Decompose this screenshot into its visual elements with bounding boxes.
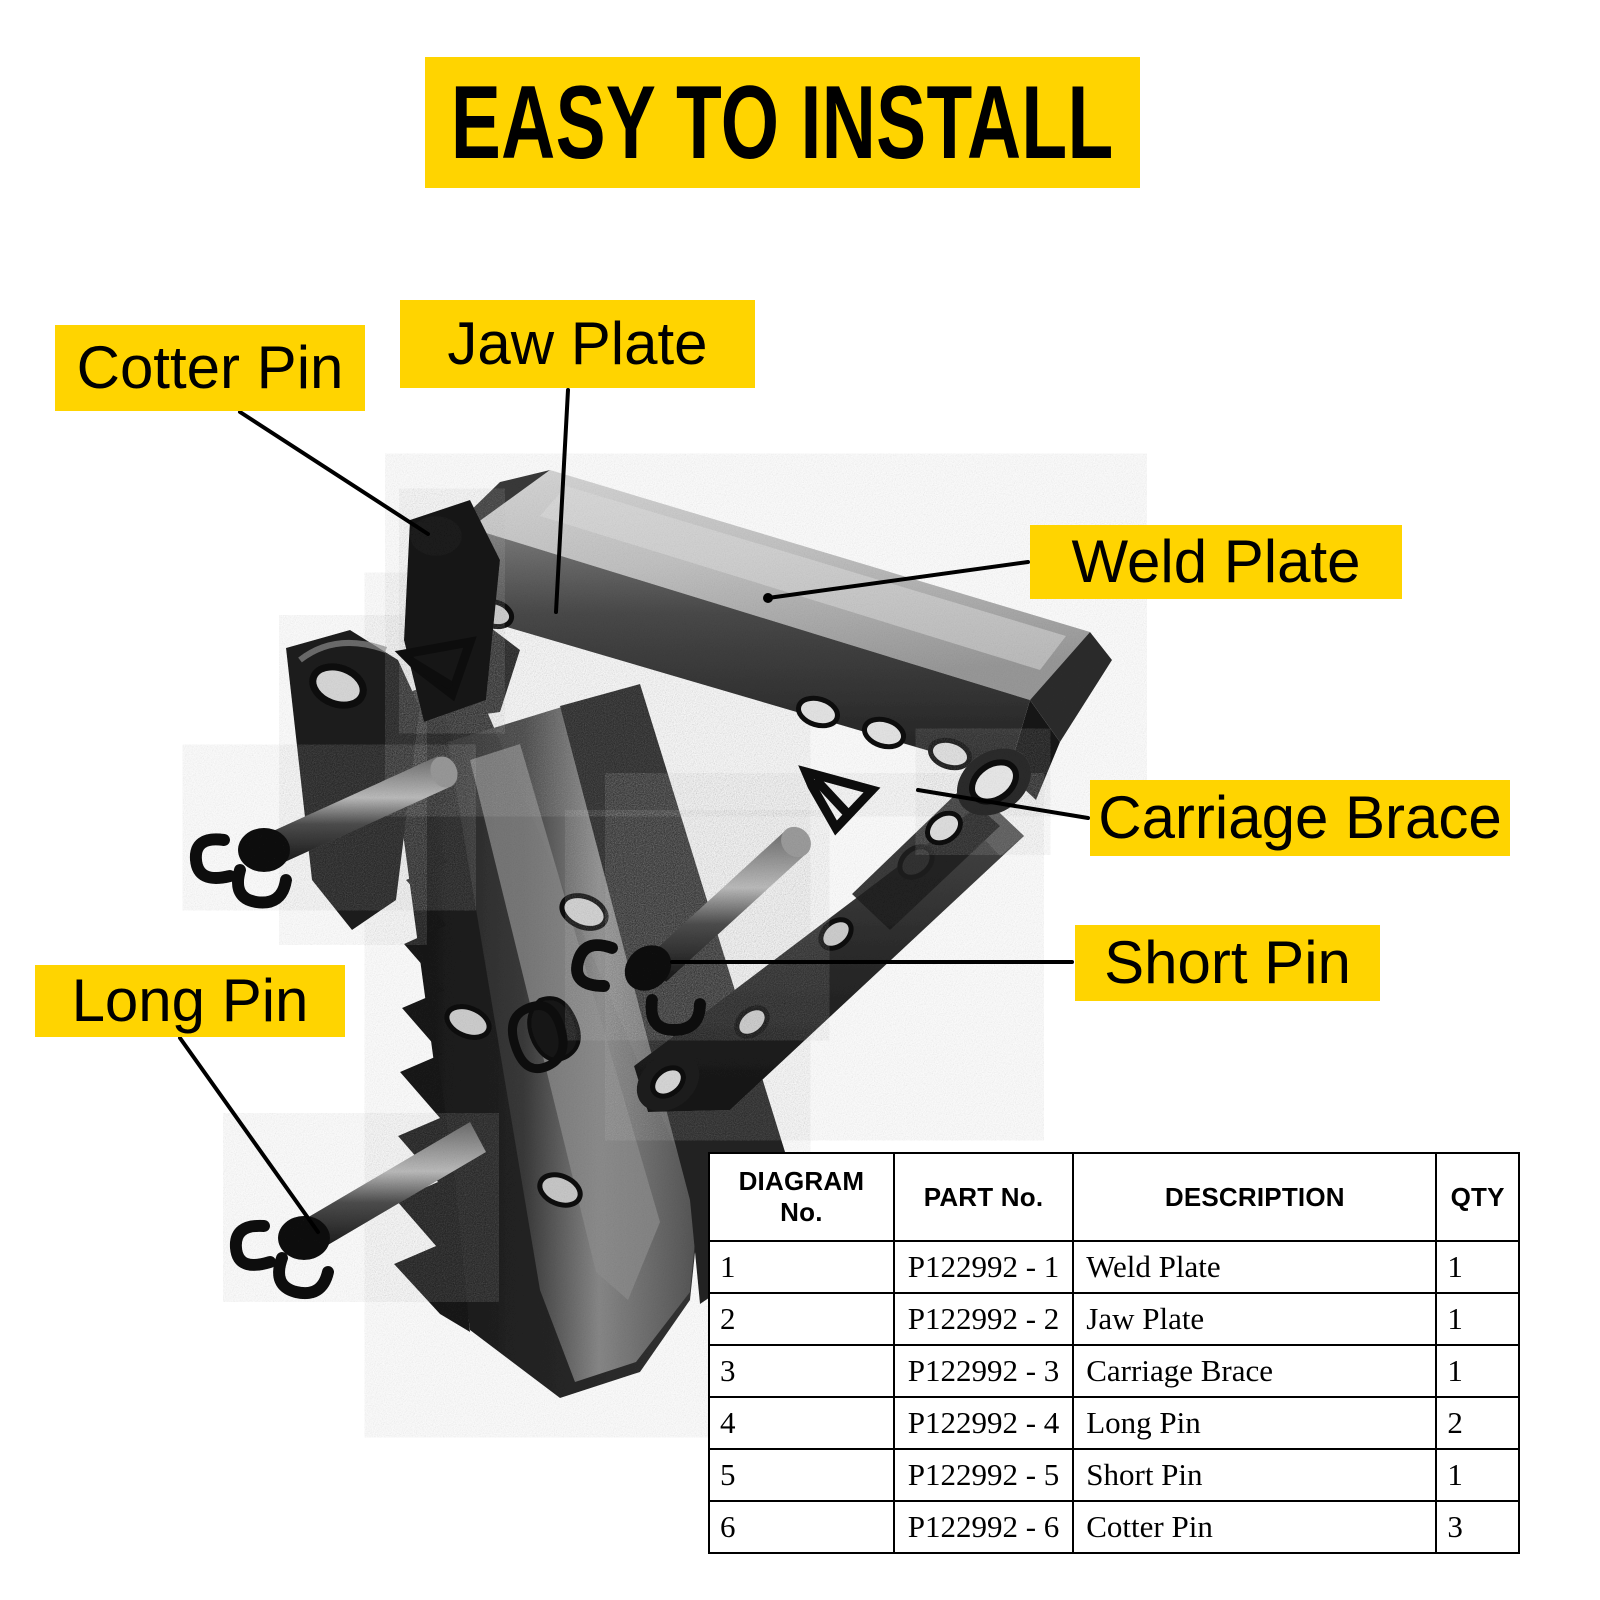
short-pin-part xyxy=(571,826,811,1037)
leader-cotter-pin xyxy=(238,410,430,536)
weld-plate-part xyxy=(420,470,1112,800)
long-pin-lower xyxy=(229,1122,486,1299)
table-row: 4 P122992 - 4 Long Pin 2 xyxy=(708,1396,1520,1450)
cell-qty: 3 xyxy=(1435,1500,1520,1554)
cell-part-no: P122992 - 6 xyxy=(892,1500,1075,1554)
leader-carriage-brace xyxy=(916,788,1090,820)
cell-part-no: P122992 - 3 xyxy=(892,1344,1075,1398)
callout-jaw-plate: Jaw Plate xyxy=(400,300,755,388)
leader-jaw-plate xyxy=(554,388,570,614)
jaw-plate-upright xyxy=(404,500,500,722)
callout-label-carriage-brace: Carriage Brace xyxy=(1098,784,1502,851)
header-diagram-no: DIAGRAM No. xyxy=(708,1152,895,1242)
cell-description: Carriage Brace xyxy=(1072,1344,1438,1398)
cell-description: Short Pin xyxy=(1072,1448,1438,1502)
carriage-brace-part xyxy=(634,790,1024,1112)
callout-long-pin: Long Pin xyxy=(35,965,345,1037)
header-qty: QTY xyxy=(1435,1152,1520,1242)
cell-part-no: P122992 - 1 xyxy=(892,1240,1075,1294)
parts-list-table: DIAGRAM No. PART No. DESCRIPTION QTY 1 P… xyxy=(708,1152,1520,1554)
cell-diagram-no: 2 xyxy=(708,1292,895,1346)
callout-short-pin: Short Pin xyxy=(1075,925,1380,1001)
callout-label-short-pin: Short Pin xyxy=(1104,929,1351,996)
table-row: 6 P122992 - 6 Cotter Pin 3 xyxy=(708,1500,1520,1554)
cell-qty: 1 xyxy=(1435,1448,1520,1502)
cell-part-no: P122992 - 5 xyxy=(892,1448,1075,1502)
header-diagram-line1: DIAGRAM xyxy=(738,1166,865,1197)
cell-part-no: P122992 - 2 xyxy=(892,1292,1075,1346)
table-row: 5 P122992 - 5 Short Pin 1 xyxy=(708,1448,1520,1502)
long-pin-upper xyxy=(189,756,458,909)
title-banner: EASY TO INSTALL xyxy=(425,57,1140,188)
cell-part-no: P122992 - 4 xyxy=(892,1396,1075,1450)
leader-long-pin xyxy=(178,1036,320,1234)
callout-label-long-pin: Long Pin xyxy=(71,967,309,1034)
header-part-no: PART No. xyxy=(892,1152,1075,1242)
cell-description: Long Pin xyxy=(1072,1396,1438,1450)
callout-weld-plate: Weld Plate xyxy=(1030,525,1402,599)
cell-qty: 1 xyxy=(1435,1344,1520,1398)
cell-description: Cotter Pin xyxy=(1072,1500,1438,1554)
table-row: 2 P122992 - 2 Jaw Plate 1 xyxy=(708,1292,1520,1346)
callout-label-weld-plate: Weld Plate xyxy=(1071,528,1361,595)
table-header-row: DIAGRAM No. PART No. DESCRIPTION QTY xyxy=(708,1152,1520,1242)
header-diagram-line2: No. xyxy=(780,1197,823,1227)
callout-cotter-pin: Cotter Pin xyxy=(55,325,365,411)
cell-diagram-no: 3 xyxy=(708,1344,895,1398)
leader-weld-plate xyxy=(766,560,1030,600)
parts-table-body: 1 P122992 - 1 Weld Plate 1 2 P122992 - 2… xyxy=(708,1240,1520,1554)
header-description: DESCRIPTION xyxy=(1072,1152,1438,1242)
jaw-plate-upper-ear xyxy=(286,630,420,930)
callout-carriage-brace: Carriage Brace xyxy=(1090,780,1510,856)
cell-qty: 1 xyxy=(1435,1240,1520,1294)
cell-diagram-no: 5 xyxy=(708,1448,895,1502)
leader-weld-plate-dot xyxy=(763,593,773,603)
table-row: 1 P122992 - 1 Weld Plate 1 xyxy=(708,1240,1520,1294)
cell-diagram-no: 4 xyxy=(708,1396,895,1450)
cell-diagram-no: 6 xyxy=(708,1500,895,1554)
cotter-pin-middle xyxy=(798,765,881,836)
parts-table-header: DIAGRAM No. PART No. DESCRIPTION QTY xyxy=(708,1152,1520,1242)
upper-pivot-boss xyxy=(924,748,1032,846)
cell-qty: 2 xyxy=(1435,1396,1520,1450)
callout-label-cotter-pin: Cotter Pin xyxy=(76,334,344,401)
cell-description: Jaw Plate xyxy=(1072,1292,1438,1346)
callout-label-jaw-plate: Jaw Plate xyxy=(447,310,708,377)
cotter-pin-upper xyxy=(394,636,477,702)
cell-diagram-no: 1 xyxy=(708,1240,895,1294)
cotter-pin-lower xyxy=(507,1001,568,1074)
table-row: 3 P122992 - 3 Carriage Brace 1 xyxy=(708,1344,1520,1398)
title-text: EASY TO INSTALL xyxy=(451,64,1114,181)
cell-qty: 1 xyxy=(1435,1292,1520,1346)
cell-description: Weld Plate xyxy=(1072,1240,1438,1294)
